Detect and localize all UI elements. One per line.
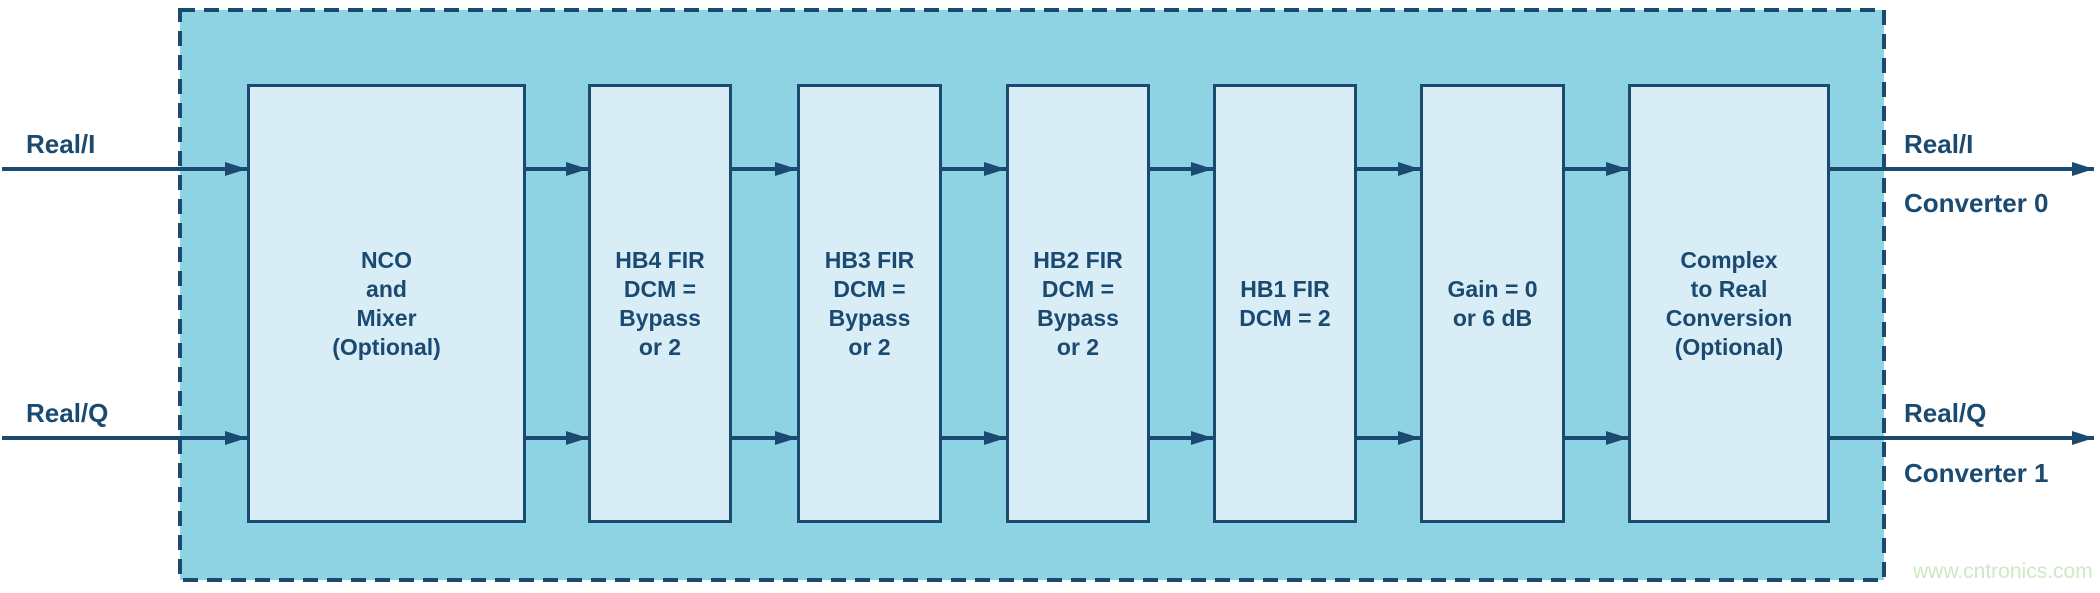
block-gain: Gain = 0 or 6 dB (1420, 84, 1565, 523)
block-line: DCM = (1041, 275, 1115, 302)
block-line: NCO (360, 246, 413, 273)
block-line: Bypass (828, 304, 911, 331)
block-line: and (366, 275, 407, 302)
block-line: DCM = (623, 275, 697, 302)
input-label-real-i: Real/I (26, 129, 96, 159)
block-hb3-fir: HB3 FIR DCM = Bypass or 2 (797, 84, 942, 523)
block-line: HB4 FIR (615, 246, 705, 273)
block-line: or 2 (848, 333, 891, 360)
block-line: Mixer (356, 304, 417, 331)
block-line: Gain = 0 (1447, 275, 1538, 302)
block-hb1-fir: HB1 FIR DCM = 2 (1213, 84, 1357, 523)
output-label-converter-0: Converter 0 (1904, 188, 2049, 218)
block-line: Conversion (1665, 304, 1793, 331)
block-nco-mixer: NCO and Mixer (Optional) (247, 84, 526, 523)
block-line: (Optional) (1674, 333, 1784, 360)
block-line: HB3 FIR (824, 246, 915, 273)
block-line: Bypass (619, 304, 701, 331)
input-label-real-q: Real/Q (26, 398, 109, 428)
block-line: HB1 FIR (1240, 275, 1330, 302)
block-line: Complex (1680, 246, 1778, 273)
block-complex-to-real: Complex to Real Conversion (Optional) (1628, 84, 1830, 523)
block-line: or 6 dB (1452, 304, 1533, 331)
block-line: Bypass (1037, 304, 1119, 331)
watermark-text: www.cntronics.com (1913, 560, 2093, 583)
block-line: to Real (1690, 275, 1768, 302)
block-hb2-fir: HB2 FIR DCM = Bypass or 2 (1006, 84, 1150, 523)
block-line: or 2 (638, 333, 682, 360)
output-label-converter-1: Converter 1 (1904, 458, 2049, 488)
block-hb4-fir: HB4 FIR DCM = Bypass or 2 (588, 84, 732, 523)
block-line: or 2 (1056, 333, 1100, 360)
block-line: (Optional) (332, 333, 441, 360)
block-line: HB2 FIR (1033, 246, 1123, 273)
block-line: DCM = 2 (1239, 304, 1331, 331)
output-label-real-i: Real/I (1904, 129, 1974, 159)
output-label-real-q: Real/Q (1904, 398, 1987, 428)
block-line: DCM = (833, 275, 906, 302)
